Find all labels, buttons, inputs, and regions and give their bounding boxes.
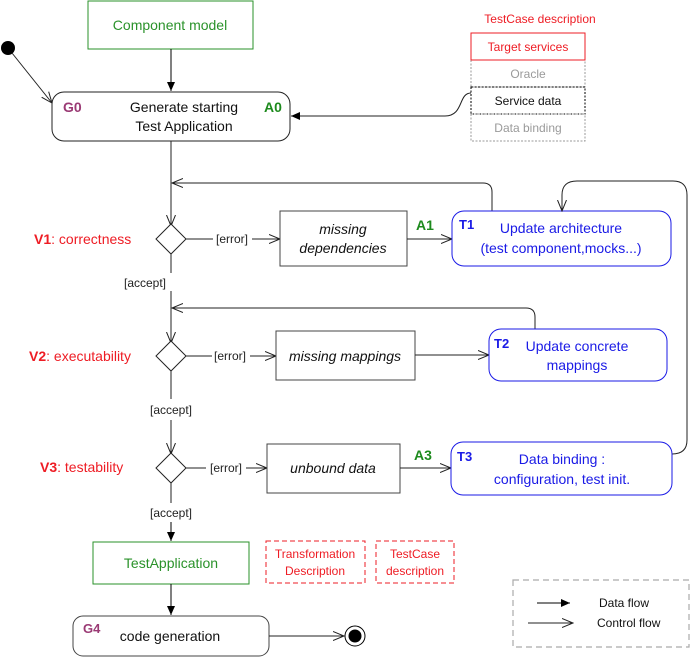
t1-id: T1 xyxy=(459,217,474,232)
v2-error-guard: [error] xyxy=(214,349,246,363)
v2-accept-guard: [accept] xyxy=(150,403,192,417)
initial-node xyxy=(1,41,15,55)
legend-control-flow: Control flow xyxy=(597,616,661,630)
a0-id: A0 xyxy=(264,99,282,115)
legend-data-flow: Data flow xyxy=(599,596,649,610)
t2-update-mappings-node[interactable]: T2 Update concrete mappings xyxy=(488,328,668,382)
service-data-flow-arrow xyxy=(291,92,472,120)
final-node xyxy=(344,625,366,647)
component-model-node[interactable]: Component model xyxy=(87,0,254,50)
a1-id: A1 xyxy=(416,217,434,233)
v2-text: : executability xyxy=(46,348,131,364)
t3-id: T3 xyxy=(457,449,472,464)
transformation-description-node[interactable]: Transformation Description xyxy=(265,540,366,584)
transformation-description-line1: Transformation xyxy=(275,547,355,561)
t2-line2: mappings xyxy=(547,357,608,373)
t3-data-binding-node[interactable]: T3 Data binding : configuration, test in… xyxy=(450,441,673,496)
g0-line1: Generate starting xyxy=(130,99,238,115)
g4-label: code generation xyxy=(120,628,220,644)
v1-label: V1: correctness xyxy=(34,231,131,247)
t1-line2: (test component,mocks...) xyxy=(480,240,641,256)
testcase-panel: TestCase description Target services Ora… xyxy=(470,12,596,142)
v1-decision[interactable] xyxy=(155,223,187,255)
unbound-data-label: unbound data xyxy=(290,460,376,476)
t1-line1: Update architecture xyxy=(500,220,622,236)
v1-accept-guard: [accept] xyxy=(124,276,166,290)
missing-dependencies-node[interactable]: missing dependencies xyxy=(279,210,408,267)
t3-line2: configuration, test init. xyxy=(494,471,630,487)
g0-line2: Test Application xyxy=(135,118,232,134)
oracle-row: Oracle xyxy=(510,67,546,81)
unbound-data-node[interactable]: unbound data xyxy=(266,443,401,494)
component-model-label: Component model xyxy=(113,17,227,33)
service-data-row: Service data xyxy=(495,94,562,108)
transformation-description-line2: Description xyxy=(285,564,345,578)
t1-loop-back-arrow xyxy=(172,183,493,240)
missing-mappings-node[interactable]: missing mappings xyxy=(275,330,416,381)
t2-id: T2 xyxy=(494,336,509,351)
t3-to-t1-loop-arrow xyxy=(562,180,688,455)
t3-line1: Data binding : xyxy=(519,451,605,467)
v2-label: V2: executability xyxy=(29,348,131,364)
g0-generate-node[interactable]: G0 Generate starting Test Application A0 xyxy=(51,91,291,142)
a3-id: A3 xyxy=(414,447,432,463)
data-binding-row: Data binding xyxy=(494,121,561,135)
v3-error-guard: [error] xyxy=(210,461,242,475)
t1-update-architecture-node[interactable]: T1 Update architecture (test component,m… xyxy=(451,210,672,267)
v3-text: : testability xyxy=(57,459,123,475)
legend: Data flow Control flow xyxy=(512,579,690,648)
v2-decision[interactable] xyxy=(155,340,187,372)
target-services-row: Target services xyxy=(488,40,569,54)
v3-id: V3 xyxy=(40,459,57,475)
v3-decision[interactable] xyxy=(155,452,187,484)
t2-loop-back-arrow xyxy=(172,308,536,330)
g4-id: G4 xyxy=(83,621,101,636)
v2-id: V2 xyxy=(29,348,46,364)
test-application-label: TestApplication xyxy=(124,555,218,571)
testcase-description-line1: TestCase xyxy=(390,547,440,561)
test-application-node[interactable]: TestApplication xyxy=(92,541,250,585)
control-flow-arrow xyxy=(11,52,52,103)
missing-dependencies-line1: missing xyxy=(319,221,367,237)
t2-line1: Update concrete xyxy=(526,338,629,354)
testcase-panel-title: TestCase description xyxy=(484,12,595,26)
testcase-description-line2: description xyxy=(386,564,444,578)
v1-text: : correctness xyxy=(51,231,131,247)
g0-id: G0 xyxy=(63,99,82,115)
v3-label: V3: testability xyxy=(40,459,123,475)
testcase-description-node[interactable]: TestCase description xyxy=(375,540,455,584)
v3-accept-guard: [accept] xyxy=(150,506,192,520)
missing-mappings-label: missing mappings xyxy=(289,348,401,364)
missing-dependencies-line2: dependencies xyxy=(299,240,386,256)
v1-error-guard: [error] xyxy=(216,232,248,246)
v1-id: V1 xyxy=(34,231,51,247)
g4-code-generation-node[interactable]: G4 code generation xyxy=(72,615,270,657)
